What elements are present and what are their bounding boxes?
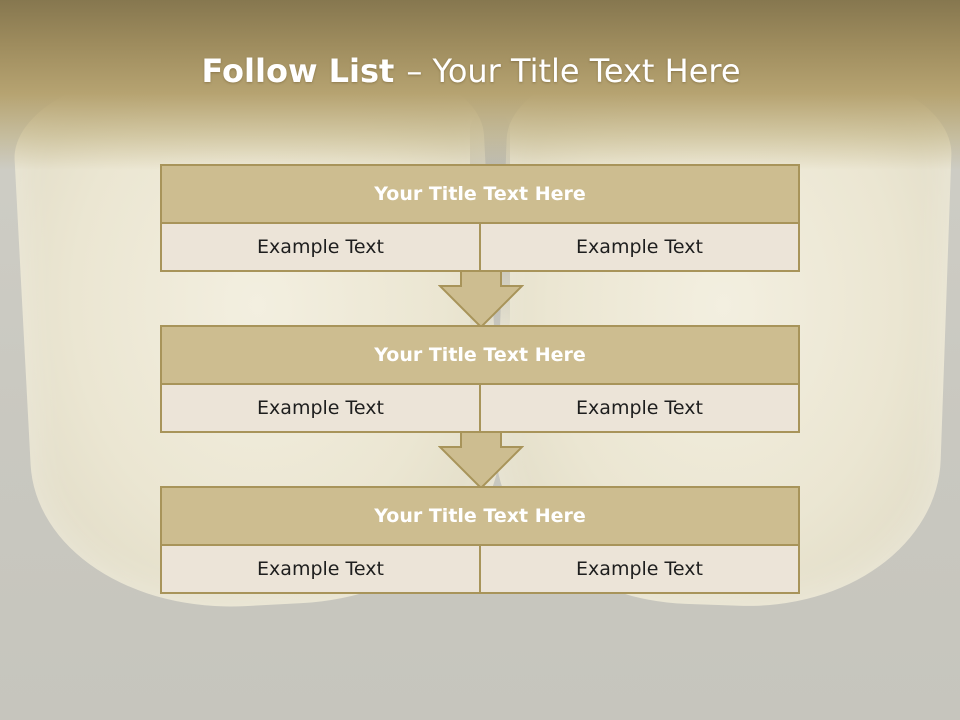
step-3-right-text: Example Text [479, 546, 798, 592]
step-2-left-text: Example Text [162, 385, 479, 431]
slide-title: Follow List – Your Title Text Here [0, 52, 942, 90]
step-title-2: Your Title Text Here [162, 327, 798, 385]
step-1-right-text: Example Text [479, 224, 798, 270]
header-band [0, 0, 960, 170]
down-arrow-1 [438, 270, 524, 328]
down-arrow-2 [438, 431, 524, 489]
step-row-3: Example Text Example Text [162, 546, 798, 592]
step-block-3: Your Title Text Here Example Text Exampl… [160, 486, 800, 594]
step-block-2: Your Title Text Here Example Text Exampl… [160, 325, 800, 433]
step-1-left-text: Example Text [162, 224, 479, 270]
step-title-1: Your Title Text Here [162, 166, 798, 224]
slide-title-bold: Follow List [201, 52, 395, 90]
step-block-1: Your Title Text Here Example Text Exampl… [160, 164, 800, 272]
step-row-1: Example Text Example Text [162, 224, 798, 270]
step-row-2: Example Text Example Text [162, 385, 798, 431]
slide-title-rest: – Your Title Text Here [406, 52, 741, 90]
step-2-right-text: Example Text [479, 385, 798, 431]
step-title-3: Your Title Text Here [162, 488, 798, 546]
step-3-left-text: Example Text [162, 546, 479, 592]
